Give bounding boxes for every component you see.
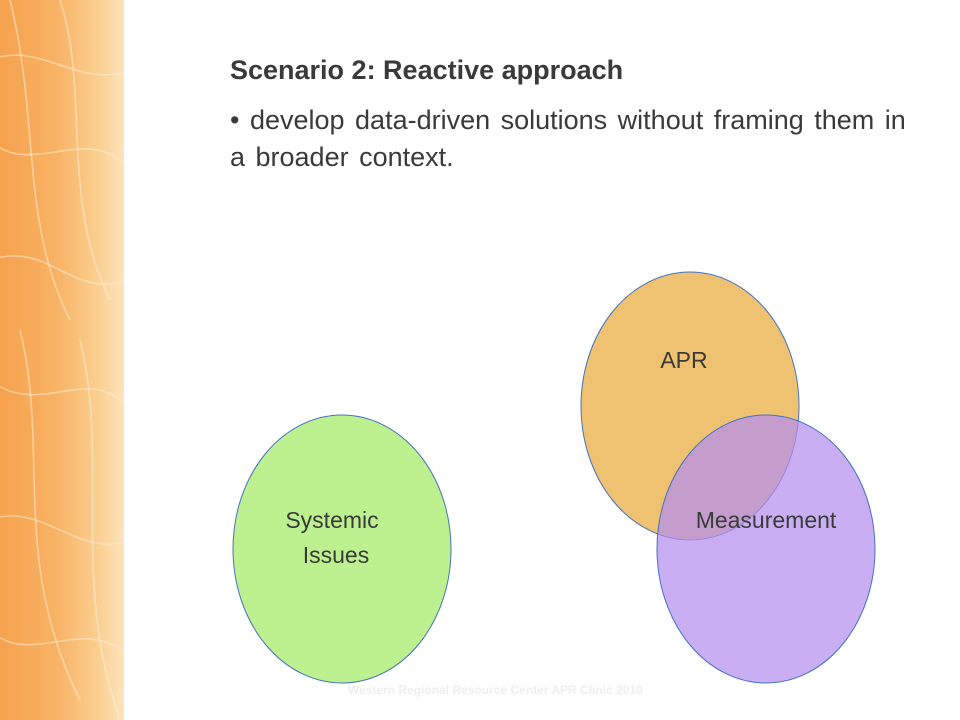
decorative-swirl-pattern [0, 0, 124, 720]
systemic-issues-circle [232, 414, 452, 684]
systemic-issues-label-line2: Issues [303, 542, 369, 568]
decorative-side-band [0, 0, 124, 720]
footer-text: Western Regional Resource Center APR Cli… [348, 683, 643, 697]
measurement-circle [656, 414, 876, 684]
bullet-point: • develop data-driven solutions without … [230, 105, 906, 172]
slide-title: Scenario 2: Reactive approach [230, 55, 624, 85]
measurement-label: Measurement [696, 507, 837, 533]
systemic-issues-label-line1: Systemic [285, 507, 378, 533]
apr-label: APR [660, 347, 707, 373]
